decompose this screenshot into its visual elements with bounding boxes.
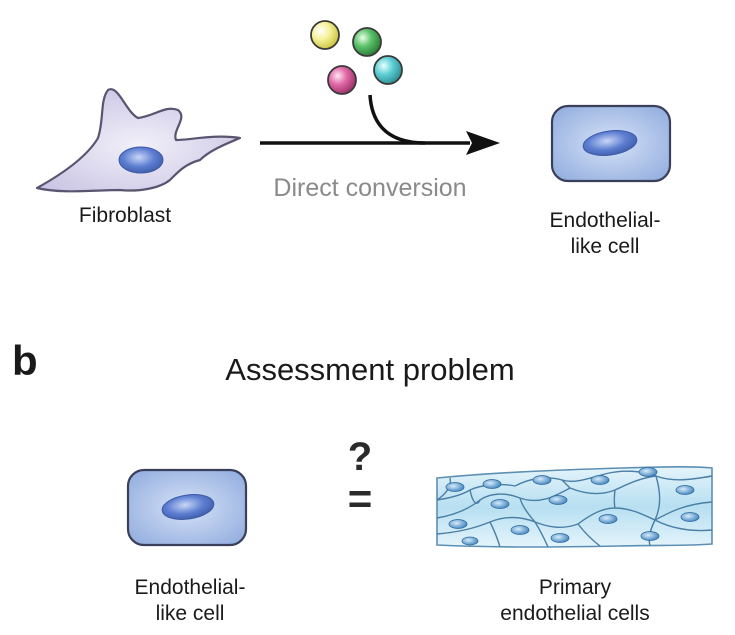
panel-letter-b: b — [12, 337, 38, 384]
assessment-title: Assessment problem — [225, 352, 515, 387]
fibroblast-nucleus — [118, 146, 164, 174]
factor-cyan — [373, 55, 403, 85]
primary-endothelial-tissue — [436, 466, 713, 548]
factor-pink — [327, 65, 357, 95]
endothelial-label-a-line2: like cell — [570, 235, 640, 258]
endothelial-like-cell-label-a: Endothelial- like cell — [520, 208, 690, 260]
fibroblast-cell — [35, 88, 242, 193]
equals-sign: = — [347, 475, 373, 522]
endothelial-like-cell-a — [550, 104, 672, 183]
fibroblast-label: Fibroblast — [78, 204, 172, 227]
direct-conversion-label: Direct conversion — [273, 174, 467, 202]
conversion-arrow — [260, 94, 500, 155]
endothelial-like-cell-label-b: Endothelial- like cell — [105, 575, 275, 627]
factor-spheres — [310, 20, 403, 95]
question-mark: ? — [347, 435, 373, 479]
endothelial-label-b-line1: Endothelial- — [134, 576, 246, 599]
endothelial-like-cell-b — [126, 468, 248, 547]
endothelial-label-b-line2: like cell — [155, 602, 225, 625]
factor-green — [352, 27, 382, 57]
primary-label-line2: endothelial cells — [500, 602, 650, 625]
primary-label-line1: Primary — [538, 576, 612, 599]
primary-endothelial-cells-label: Primary endothelial cells — [460, 575, 690, 627]
endothelial-label-a-line1: Endothelial- — [549, 209, 661, 232]
factor-yellow — [310, 20, 340, 50]
